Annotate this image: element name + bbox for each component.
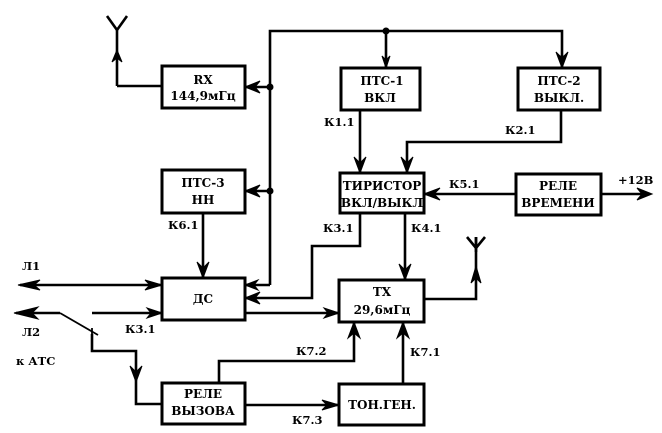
label-power: +12В: [618, 173, 654, 187]
arrow-icon: [395, 320, 411, 340]
arrow-icon: [321, 399, 341, 411]
arrow-icon: [13, 306, 40, 320]
tx-antenna-wire: [424, 237, 478, 301]
block-ds: ДС: [160, 276, 247, 322]
block-tx-freq: 29,6мГц: [354, 303, 411, 317]
block-tone-gen: ТОН.ГЕН.: [337, 382, 426, 427]
arrow-icon: [353, 156, 367, 175]
arrow-icon: [400, 156, 414, 175]
block-thyristor: ТИРИСТОР ВКЛ/ВЫКЛ: [338, 171, 426, 215]
block-pts3: ПТС-3 НН: [160, 168, 247, 215]
arrow-icon: [17, 279, 41, 291]
label-k7-1: К7.1: [410, 345, 440, 359]
block-pts1-mode: ВКЛ: [364, 91, 396, 105]
block-call-relay: РЕЛЕ ВЫЗОВА: [160, 381, 247, 426]
label-k3-1-bottom: К3.1: [125, 322, 155, 336]
block-pts3-mode: НН: [192, 193, 215, 207]
block-tx: ТХ 29,6мГц: [337, 278, 426, 324]
rx-antenna-icon: [105, 15, 129, 86]
arrow-icon: [243, 278, 260, 292]
switch-to-call-relay-wire: [90, 334, 162, 406]
block-time-relay-subtitle: ВРЕМЕНИ: [521, 196, 594, 210]
label-line-l2: Л2: [22, 325, 40, 339]
label-k4-1: К4.1: [411, 221, 441, 235]
label-k7-2: К7.2: [296, 344, 326, 358]
block-call-relay-title: РЕЛЕ: [184, 387, 222, 401]
block-pts2-title: ПТС-2: [537, 74, 580, 88]
thyristor-to-ds-wire: [245, 213, 362, 300]
label-k1-1: К1.1: [324, 115, 354, 129]
block-rx-title: RX: [193, 73, 213, 87]
arrow-icon: [381, 55, 391, 70]
label-k2-1: К2.1: [505, 123, 535, 137]
block-pts3-title: ПТС-3: [181, 176, 224, 190]
call-relay-to-tx-wire: [217, 322, 356, 383]
block-ds-title: ДС: [193, 292, 213, 306]
arrow-icon: [322, 306, 341, 320]
block-pts1-title: ПТС-1: [360, 74, 403, 88]
arrow-icon: [243, 184, 261, 198]
pts2-to-thyristor-wire: [405, 110, 563, 173]
arrow-icon: [243, 291, 261, 305]
block-rx-freq: 144,9мГц: [170, 89, 235, 103]
block-thyristor-mode: ВКЛ/ВЫКЛ: [341, 196, 424, 210]
main-bus-wire: [268, 29, 564, 285]
block-call-relay-subtitle: ВЫЗОВА: [171, 404, 235, 418]
block-tone-gen-title: ТОН.ГЕН.: [348, 398, 416, 412]
tx-antenna-icon: [465, 236, 487, 284]
arrow-icon: [243, 80, 261, 94]
label-k3-1-top: К3.1: [323, 221, 353, 235]
block-rx: RX 144,9мГц: [160, 64, 247, 110]
arrow-icon: [422, 187, 441, 201]
arrow-icon: [346, 320, 362, 340]
arrow-icon: [129, 365, 143, 384]
block-pts2-mode: ВЫКЛ.: [534, 91, 584, 105]
label-k5-1: К5.1: [449, 177, 479, 191]
arrow-icon: [636, 187, 654, 201]
block-pts1: ПТС-1 ВКЛ: [339, 66, 422, 112]
label-k6-1: К6.1: [168, 218, 198, 232]
block-thyristor-title: ТИРИСТОР: [343, 179, 422, 193]
arrow-icon: [398, 263, 412, 282]
block-time-relay-title: РЕЛЕ: [539, 179, 577, 193]
label-k7-3: К7.3: [292, 413, 322, 427]
arrow-icon: [145, 306, 164, 320]
block-pts2: ПТС-2 ВЫКЛ.: [516, 66, 602, 112]
arrow-icon: [144, 279, 164, 291]
block-tx-title: ТХ: [373, 285, 392, 299]
label-line-l1: Л1: [22, 259, 40, 273]
label-to-ats: к АТС: [16, 354, 55, 368]
arrow-icon: [196, 261, 210, 280]
block-time-relay: РЕЛЕ ВРЕМЕНИ: [514, 172, 603, 217]
